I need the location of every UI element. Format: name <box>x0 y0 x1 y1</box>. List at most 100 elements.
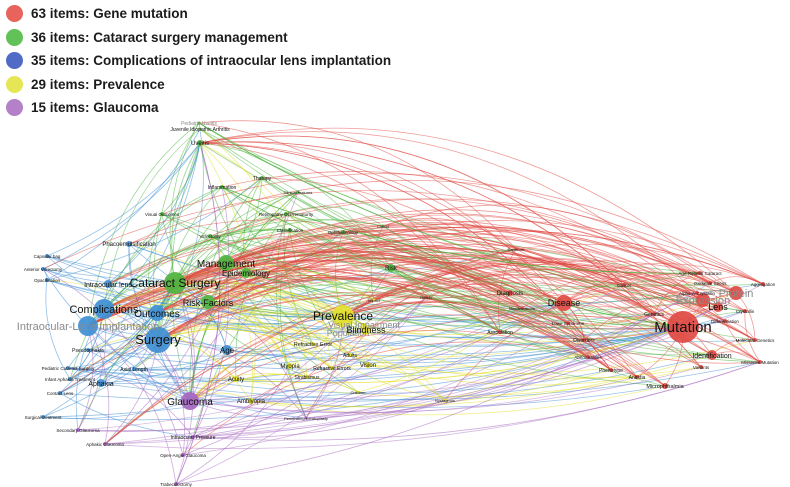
node-epidemiology[interactable] <box>241 268 251 278</box>
node-age-related-cataract[interactable] <box>698 271 702 275</box>
node-nystagmus[interactable] <box>443 398 447 402</box>
node-label-opacification: Opacification <box>34 278 61 283</box>
node-capsular-bag[interactable] <box>45 254 49 258</box>
node-juvenile-idiopathic-arthritis[interactable] <box>198 127 202 131</box>
node-intraocular-lens[interactable] <box>104 280 112 288</box>
node-abnormalities[interactable] <box>586 355 590 359</box>
node-microphthalmia[interactable] <box>662 383 668 389</box>
node-expression[interactable] <box>696 293 710 307</box>
node-exposure[interactable] <box>514 247 518 251</box>
node-inflammation[interactable] <box>220 185 224 189</box>
network-link <box>148 213 163 341</box>
node-pediatric-cataract-surgery[interactable] <box>66 366 70 370</box>
node-diagnosis[interactable] <box>507 290 513 296</box>
node-vitrectomy[interactable] <box>208 234 212 238</box>
node-cohort[interactable] <box>381 224 385 228</box>
network-link <box>199 141 702 368</box>
node-complications[interactable] <box>94 299 114 319</box>
node-surgery[interactable] <box>145 327 171 353</box>
node-phenotype[interactable] <box>609 368 613 372</box>
node-classification[interactable] <box>288 228 292 232</box>
node-intraocular-pressure[interactable] <box>191 435 195 439</box>
node-risk[interactable] <box>387 264 395 272</box>
node-disease[interactable] <box>556 295 572 311</box>
node-outcomes[interactable] <box>149 305 165 321</box>
node-axial-length[interactable] <box>132 367 136 371</box>
node-phacoemulsification[interactable] <box>126 241 132 247</box>
node-differentiation[interactable] <box>723 319 727 323</box>
node-ophthalmology[interactable] <box>341 230 345 234</box>
node-impact[interactable] <box>372 298 376 302</box>
node-trabeculectomy[interactable] <box>174 482 178 486</box>
legend-item-glaucoma: 15 items: Glaucoma <box>6 96 391 120</box>
node-surgical-treatment[interactable] <box>41 415 45 419</box>
node-population[interactable] <box>346 331 350 335</box>
cluster-legend: 63 items: Gene mutation 36 items: Catara… <box>6 2 391 120</box>
node-secondary-glaucoma[interactable] <box>76 428 80 432</box>
node-association[interactable] <box>498 330 502 334</box>
network-link <box>209 235 517 259</box>
node-health[interactable] <box>424 295 428 299</box>
node-management[interactable] <box>218 255 234 271</box>
node-clinical-features[interactable] <box>296 190 300 194</box>
node-retinopathy-of-prematurity[interactable] <box>284 212 288 216</box>
network-link <box>174 282 194 485</box>
node-open-angle-glaucoma[interactable] <box>181 453 185 457</box>
node-missense-mutation[interactable] <box>758 360 762 364</box>
network-link <box>171 142 201 402</box>
node-alpha-a-crystallin[interactable] <box>695 291 699 295</box>
node-glaucoma[interactable] <box>181 392 199 410</box>
node-crystallin[interactable] <box>743 309 747 313</box>
node-label-manifestations: Manifestations <box>509 306 535 311</box>
node-blindness[interactable] <box>361 325 371 335</box>
node-therapy[interactable] <box>260 176 264 180</box>
node-age[interactable] <box>222 345 232 355</box>
node-aniridia[interactable] <box>635 375 639 379</box>
node-acuity[interactable] <box>233 376 239 382</box>
node-visual-outcomes[interactable] <box>160 212 164 216</box>
network-link <box>174 282 746 328</box>
node-children[interactable] <box>356 390 360 394</box>
node-refractive-errors[interactable] <box>330 366 334 370</box>
node-label-pseudophakia: Pseudophakia <box>72 348 104 354</box>
node-vision[interactable] <box>365 362 371 368</box>
node-lens[interactable] <box>713 302 723 312</box>
node-infant-aphakia-treatment[interactable] <box>68 377 72 381</box>
node-intraocular-lens-implantation[interactable] <box>78 316 98 336</box>
node-amblyopia[interactable] <box>248 398 254 404</box>
node-visual-impairment[interactable] <box>362 323 366 327</box>
node-manifestations[interactable] <box>520 306 524 310</box>
node-aphakia[interactable] <box>97 379 105 387</box>
node-risk-factors[interactable] <box>201 295 215 309</box>
node-contact-lens[interactable] <box>58 391 62 395</box>
node-variants[interactable] <box>699 365 703 369</box>
node-opacification[interactable] <box>45 278 49 282</box>
node-identification[interactable] <box>707 350 717 360</box>
node-lowe-syndrome[interactable] <box>566 321 570 325</box>
node-penetrating-keratoplasty[interactable] <box>304 416 308 420</box>
network-link <box>156 256 511 314</box>
node-anterior-vitrectomy[interactable] <box>41 267 45 271</box>
node-label-aniridia: Aniridia <box>629 375 646 381</box>
node-prevalence[interactable] <box>332 305 354 327</box>
legend-item-complications-iol: 35 items: Complications of intraocular l… <box>6 49 391 73</box>
node-label-phenotype: Phenotype <box>599 368 623 374</box>
node-uveitis[interactable] <box>197 140 203 146</box>
node-refractive-error[interactable] <box>311 342 315 346</box>
node-myopia[interactable] <box>287 363 293 369</box>
node-cancer[interactable] <box>622 283 626 287</box>
node-pediatric-uveitis[interactable] <box>197 121 201 125</box>
node-strabismus[interactable] <box>305 375 309 379</box>
node-aphakic-glaucoma[interactable] <box>103 442 107 446</box>
node-aggregation[interactable] <box>761 282 765 286</box>
node-genetics[interactable] <box>652 312 656 316</box>
node-pseudophakia[interactable] <box>86 348 90 352</box>
node-mutation[interactable] <box>667 311 699 343</box>
node-adults[interactable] <box>348 353 352 357</box>
node-cataract-surgery[interactable] <box>164 272 186 294</box>
node-molecular-genetics[interactable] <box>753 338 757 342</box>
node-disorders[interactable] <box>582 338 586 342</box>
network-link <box>46 255 228 351</box>
node-oxidative-stress[interactable] <box>708 281 712 285</box>
node-protein[interactable] <box>729 286 743 300</box>
